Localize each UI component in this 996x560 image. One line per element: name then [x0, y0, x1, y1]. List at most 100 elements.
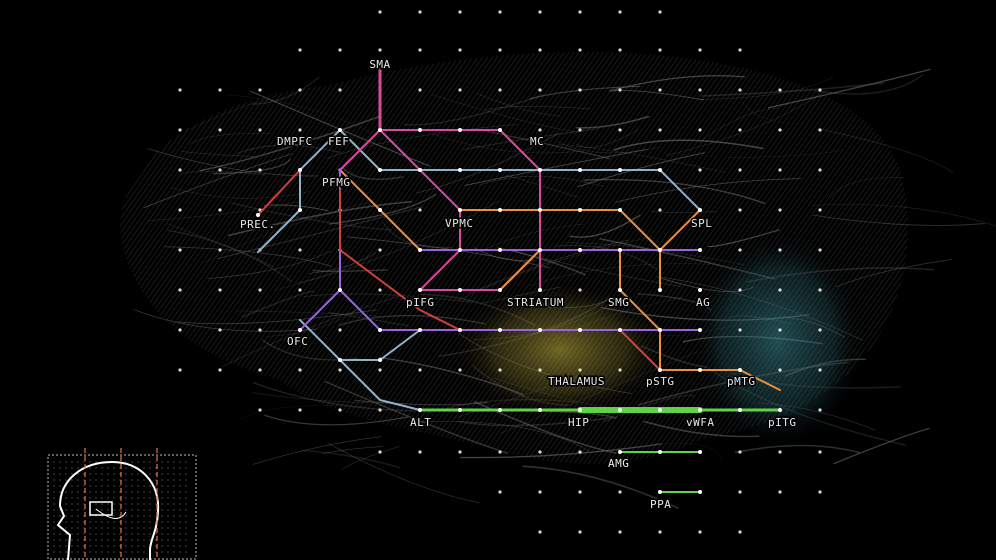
inset-dot	[179, 533, 181, 535]
grid-dot	[818, 88, 822, 92]
inset-dot	[119, 491, 121, 493]
region-label-thalamus: THALAMUS	[548, 375, 605, 388]
inset-dot	[143, 467, 145, 469]
inset-dot	[173, 485, 175, 487]
grid-dot	[618, 48, 622, 52]
grid-dot	[618, 490, 622, 494]
inset-dot	[173, 473, 175, 475]
inset-dot	[179, 551, 181, 553]
region-label-spl: SPL	[691, 217, 712, 230]
inset-dot	[131, 551, 133, 553]
fiber-stroke	[212, 158, 291, 175]
grid-dot	[458, 368, 462, 372]
inset-dot	[71, 515, 73, 517]
inset-dot	[167, 473, 169, 475]
fiber-stroke	[221, 294, 405, 368]
pathway-node	[658, 368, 662, 372]
inset-dot	[173, 509, 175, 511]
inset-dot	[53, 521, 55, 523]
inset-dot	[137, 515, 139, 517]
inset-dot	[125, 539, 127, 541]
pathway-node	[338, 128, 342, 132]
inset-dot	[149, 491, 151, 493]
inset-dot	[149, 509, 151, 511]
inset-dot	[131, 497, 133, 499]
grid-dot	[618, 128, 622, 132]
grid-dot	[578, 128, 582, 132]
thalamus-glow	[450, 280, 670, 420]
inset-dot	[89, 485, 91, 487]
grid-dot	[218, 328, 222, 332]
pathway-node	[618, 450, 622, 454]
inset-dot	[83, 503, 85, 505]
pathway-node	[698, 408, 702, 412]
inset-dot	[149, 503, 151, 505]
inset-dot	[125, 461, 127, 463]
inset-dot	[53, 527, 55, 529]
grid-dot	[178, 88, 182, 92]
grid-dot	[818, 328, 822, 332]
grid-dot	[458, 450, 462, 454]
inset-dot	[77, 527, 79, 529]
grid-dot	[578, 88, 582, 92]
inset-dot	[143, 491, 145, 493]
inset-dot	[167, 467, 169, 469]
grid-dot	[698, 530, 702, 534]
inset-dot	[113, 503, 115, 505]
inset-dot	[95, 467, 97, 469]
pathway-node	[738, 408, 742, 412]
fiber-stroke	[143, 153, 293, 209]
pathway-node	[658, 168, 662, 172]
grid-dot	[538, 128, 542, 132]
inset-dot	[137, 485, 139, 487]
inset-dot	[77, 545, 79, 547]
inset-dot	[95, 539, 97, 541]
grid-dot	[738, 328, 742, 332]
fiber-stroke	[252, 382, 432, 412]
pathway-node	[458, 408, 462, 412]
pathway-node	[778, 408, 782, 412]
fiber-stroke	[177, 309, 377, 325]
grid-dot	[258, 88, 262, 92]
grid-dot	[218, 288, 222, 292]
fiber-stroke	[767, 68, 931, 109]
fiber-stroke	[651, 211, 717, 213]
inset-dot	[161, 503, 163, 505]
grid-dot	[178, 368, 182, 372]
fiber-stroke	[170, 187, 311, 199]
grid-dot	[658, 48, 662, 52]
grid-dot	[578, 530, 582, 534]
inset-dot	[119, 521, 121, 523]
inset-dot	[107, 539, 109, 541]
inset-dot	[173, 527, 175, 529]
inset-dot	[53, 503, 55, 505]
fiber-stroke	[431, 133, 584, 154]
inset-dot	[107, 491, 109, 493]
pathway-node	[418, 288, 422, 292]
inset-dot	[107, 467, 109, 469]
inset-dot	[155, 485, 157, 487]
inset-dot	[77, 503, 79, 505]
inset-dot	[173, 515, 175, 517]
inset-dot	[155, 551, 157, 553]
grid-dot	[378, 248, 382, 252]
inset-dot	[167, 527, 169, 529]
grid-dot	[378, 288, 382, 292]
grid-dot	[618, 10, 622, 14]
pathway-node	[498, 168, 502, 172]
grid-dot	[298, 88, 302, 92]
fiber-stroke	[324, 380, 509, 455]
fiber-stroke	[184, 100, 269, 132]
pathway-orange-3	[619, 249, 781, 391]
inset-dot	[101, 485, 103, 487]
inset-dot	[137, 473, 139, 475]
fiber-stroke	[611, 89, 705, 101]
grid-dot	[818, 368, 822, 372]
fiber-stroke	[133, 309, 316, 332]
fiber-stroke	[615, 178, 802, 203]
inset-dot	[185, 533, 187, 535]
fiber-stroke	[326, 123, 519, 159]
pathway-node	[698, 288, 702, 292]
grid-dot	[738, 450, 742, 454]
